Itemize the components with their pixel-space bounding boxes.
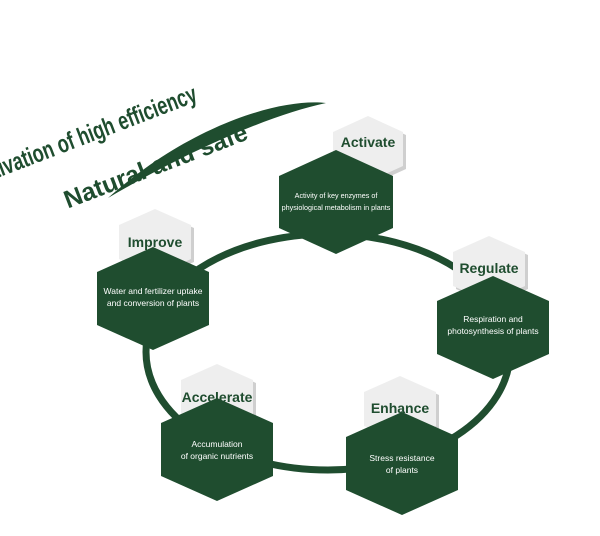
activate-desc-line1: Activity of key enzymes of [295,191,378,200]
regulate-label: Regulate [459,260,518,276]
activate-label: Activate [341,134,396,150]
regulate-desc-hex [437,276,549,379]
improve-desc-hex [97,247,209,350]
stage-accelerate: Accelerate Accumulation of organic nutri… [161,364,273,501]
regulate-desc-line2: photosynthesis of plants [447,326,538,336]
accelerate-desc-line2: of organic nutrients [181,451,253,461]
accelerate-desc-line1: Accumulation [191,439,242,449]
improve-desc-line1: Water and fertilizer uptake [104,286,203,296]
enhance-desc-line2: of plants [386,465,418,475]
enhance-desc-line1: Stress resistance [369,453,434,463]
enhance-desc-hex [346,412,458,515]
stage-activate: Activate Activity of key enzymes of phys… [279,116,406,254]
stage-improve: Improve Water and fertilizer uptake and … [97,209,209,350]
enhance-label: Enhance [371,400,430,416]
activate-desc-hex [279,150,393,254]
improve-label: Improve [128,234,183,250]
headline: Activation of high efficiency Natural an… [0,79,326,214]
regulate-desc-line1: Respiration and [463,314,523,324]
stage-enhance: Enhance Stress resistance of plants [346,376,458,515]
stage-regulate: Regulate Respiration and photosynthesis … [437,236,549,379]
activate-desc-line2: physiological metabolism in plants [282,203,391,212]
accelerate-label: Accelerate [182,389,253,405]
accelerate-desc-hex [161,398,273,501]
improve-desc-line2: and conversion of plants [107,298,199,308]
